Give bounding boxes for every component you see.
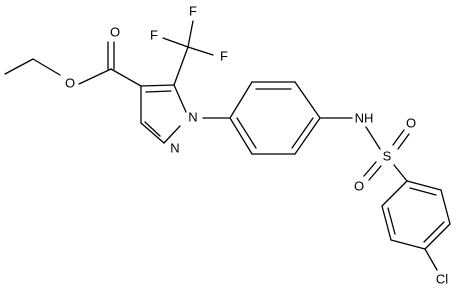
bond-ph2-inner-3 — [387, 207, 396, 235]
bond-c4-c5-double — [140, 84, 175, 87]
bond-ph1-f — [229, 117, 253, 155]
bond-cf3-f-right — [187, 46, 214, 56]
atom-nh: NH — [355, 110, 374, 125]
bond-ph2-f — [381, 180, 408, 207]
atom-f-left: F — [150, 27, 158, 42]
bond-ph2-inner-2 — [423, 221, 445, 243]
bond-ph1-a — [229, 81, 253, 119]
bond-ph2-c — [424, 223, 451, 250]
bond-cf3-f-top — [187, 20, 194, 48]
atom-o-ester: O — [65, 75, 75, 90]
atom-f-right: F — [220, 48, 228, 63]
bond-ph2-inner-1 — [409, 187, 437, 196]
bond-s-o-down-a — [363, 161, 377, 177]
atom-f-top: F — [189, 3, 197, 18]
bond-cf3-f-left — [162, 37, 189, 48]
bond-ph2-d — [390, 239, 426, 250]
bond-c5-cf3 — [173, 46, 189, 86]
bond-ph1-inner-2 — [291, 117, 314, 149]
bond-ph1-c — [294, 81, 321, 119]
bond-s-o-down-b — [368, 165, 382, 181]
bond-s-o-up-b — [397, 133, 410, 150]
atom-o-sulfonyl-1: O — [406, 115, 416, 130]
bond-nh-s — [365, 126, 381, 150]
bond-ph1-d — [294, 117, 321, 155]
bond-ph2-b — [440, 189, 451, 225]
atom-o-carbonyl: O — [110, 24, 120, 39]
atom-label-layer: O O F F F N N NH S O O Cl — [65, 3, 448, 286]
bond-n2-c3 — [140, 122, 165, 144]
bond-s-chlorophenyl — [393, 164, 408, 182]
atom-s: S — [383, 148, 392, 163]
bond-c5-n1 — [173, 84, 187, 113]
bond-ph2-e — [381, 205, 392, 241]
bond-s-o-up-a — [392, 129, 405, 146]
atom-n-pyrazole-2: N — [170, 140, 179, 155]
bond-ethyl-ch2-o — [32, 58, 61, 76]
bond-ph1-inner-3 — [236, 117, 257, 149]
bond-o-carbonyl-c — [78, 68, 112, 85]
bond-carbonyl-to-ring — [110, 68, 142, 87]
atom-o-sulfonyl-2: O — [354, 178, 364, 193]
bond-ph2-a — [406, 180, 442, 191]
bond-n2-c3-inner — [144, 121, 161, 137]
bond-ethyl-ch3-ch2 — [4, 58, 34, 75]
bond-layer — [4, 20, 451, 271]
atom-cl: Cl — [436, 271, 448, 286]
atom-n-pyrazole-1: N — [188, 109, 197, 124]
bond-n1-n2 — [163, 125, 181, 144]
bond-c4-c5-inner — [145, 90, 172, 93]
bond-c-cl — [424, 248, 438, 271]
